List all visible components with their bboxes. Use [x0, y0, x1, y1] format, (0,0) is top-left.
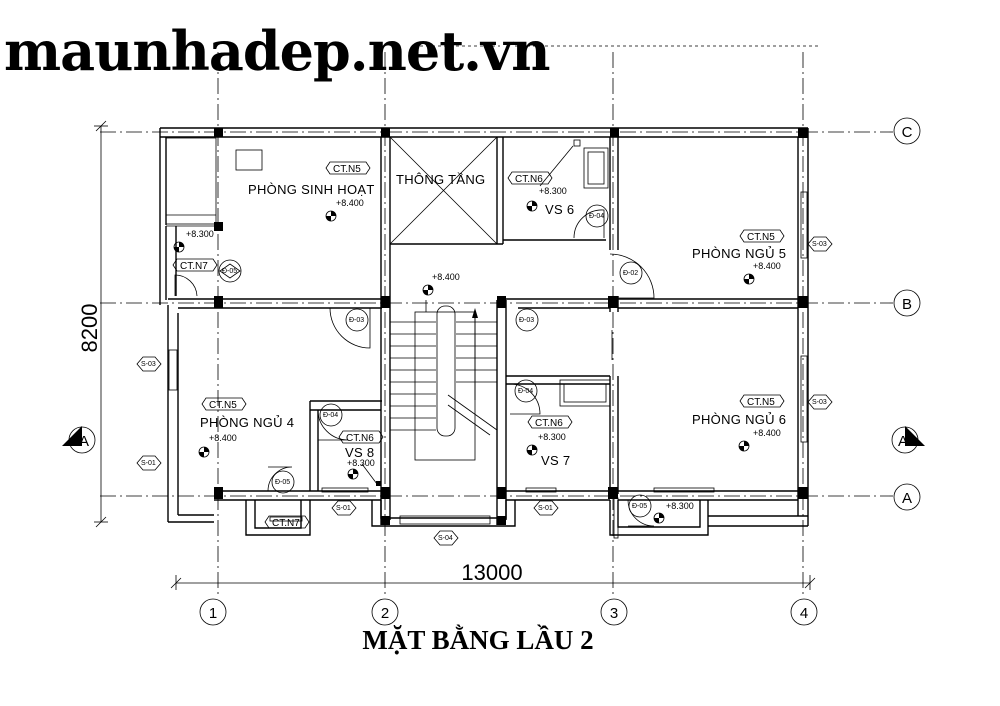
level-bed6: +8.400 — [753, 428, 781, 438]
room-label-wc8: VS 8 — [345, 445, 374, 460]
leader-line — [361, 463, 378, 485]
axis-label-1: 1 — [209, 605, 217, 622]
window-tag-bed4: S-03 — [141, 361, 156, 368]
door-tag-bed4-balcony: Đ-05 — [275, 479, 290, 486]
door-tag-wc8: Đ-04 — [323, 412, 338, 419]
level-markers: +8.400 +8.400 +8.400 +8.400 +8.400 +8.30… — [173, 186, 781, 524]
tag-bed4: CT.N5 — [209, 400, 237, 411]
material-tags: CT.N5 CT.N5 CT.N5 CT.N5 CT.N6 CT.N6 CT.N… — [172, 161, 785, 529]
room-label-bed6: PHÒNG NGỦ 6 — [692, 412, 786, 427]
leader-line — [539, 145, 574, 187]
window-tag-wc8: S-01 — [336, 505, 351, 512]
dimension-width-label: 13000 — [461, 560, 522, 585]
level-wc7: +8.300 — [538, 432, 566, 442]
section-marker-right: A — [891, 426, 925, 454]
door-tag-hall: Đ-03 — [519, 317, 534, 324]
tag-bed5: CT.N5 — [747, 232, 775, 243]
door-tag-bed4: Đ-03 — [349, 317, 364, 324]
room-label-void: THÔNG TẦNG — [396, 172, 485, 187]
drawing-title: MẶT BẰNG LẦU 2 — [362, 624, 593, 655]
room-label-bed5: PHÒNG NGỦ 5 — [692, 246, 786, 261]
axis-label-4: 4 — [800, 605, 808, 622]
level-bed5: +8.400 — [753, 261, 781, 271]
tag-wc8: CT.N6 — [346, 433, 374, 444]
room-label-living: PHÒNG SINH HOẠT — [248, 182, 375, 197]
opening-tags: Đ-05 Đ-03 Đ-03 Đ-02 Đ-04 Đ-04 Đ-04 Đ-05 … — [136, 204, 833, 546]
room-label-bed4: PHÒNG NGỦ 4 — [200, 415, 294, 430]
level-wc6: +8.300 — [539, 186, 567, 196]
tag-wc6: CT.N6 — [515, 174, 543, 185]
staircase — [390, 300, 498, 461]
section-marker-left: A — [62, 426, 96, 454]
level-bed4: +8.400 — [209, 433, 237, 443]
door-tag-balcony: Đ-05 — [222, 268, 237, 275]
level-balcony-bottom: +8.300 — [666, 501, 694, 511]
door-tag-bed5: Đ-02 — [623, 270, 638, 277]
axis-label-c: C — [902, 124, 913, 141]
level-balcony-left: +8.300 — [186, 229, 214, 239]
door-tag-wc7: Đ-04 — [518, 388, 533, 395]
window-tag-bed6: S-03 — [812, 399, 827, 406]
level-stair: +8.400 — [432, 272, 460, 282]
tag-living: CT.N5 — [333, 164, 361, 175]
tag-balcony-bottom: CT.N7 — [272, 518, 300, 529]
dimension-width: 13000 — [170, 560, 816, 590]
window-tag-wc7: S-01 — [538, 505, 553, 512]
void-area — [389, 136, 498, 245]
walls — [159, 127, 809, 536]
tag-balcony-top: CT.N7 — [180, 261, 208, 272]
axis-label-b: B — [902, 296, 912, 313]
section-label-left: A — [79, 433, 89, 450]
window-tag-bed5: S-03 — [812, 241, 827, 248]
section-label-right: A — [898, 433, 908, 450]
axis-label-a: A — [902, 490, 912, 507]
door-tag-wc6: Đ-04 — [589, 213, 604, 220]
tag-bed6: CT.N5 — [747, 397, 775, 408]
room-label-wc6: VS 6 — [545, 202, 574, 217]
doors — [174, 209, 715, 539]
dimension-height: 8200 — [77, 120, 108, 528]
axis-bubbles: C B A 1 2 3 4 — [199, 117, 921, 626]
dimension-height-label: 8200 — [77, 304, 102, 353]
door-tag-bed6-balcony: Đ-05 — [632, 503, 647, 510]
axis-label-2: 2 — [381, 605, 389, 622]
room-label-wc7: VS 7 — [541, 453, 570, 468]
window-tag-stair: S-04 — [438, 535, 453, 542]
level-living: +8.400 — [336, 198, 364, 208]
level-wc8: +8.300 — [347, 458, 375, 468]
tag-wc7: CT.N6 — [535, 418, 563, 429]
window-tag-bed4-low: S-01 — [141, 460, 156, 467]
watermark-text: maunhadep.net.vn — [4, 19, 550, 83]
axis-grid — [100, 52, 893, 598]
axis-label-3: 3 — [610, 605, 618, 622]
columns — [214, 128, 808, 525]
